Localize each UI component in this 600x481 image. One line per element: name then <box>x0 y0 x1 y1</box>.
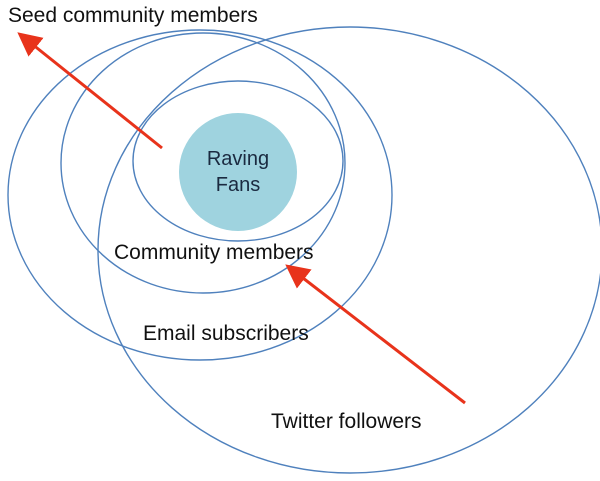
community-members-label: Community members <box>114 241 314 264</box>
seed-arrow <box>17 32 163 150</box>
seed-community-members-label: Seed community members <box>8 4 258 27</box>
raving-fans-line1: Raving <box>206 148 270 170</box>
email-subscribers-label: Email subscribers <box>143 322 309 345</box>
raving-fans-circle <box>179 113 297 231</box>
seed-community-ring <box>132 80 344 242</box>
community-arrow <box>285 264 466 405</box>
community-members-ring <box>60 32 346 294</box>
twitter-followers-label: Twitter followers <box>271 410 422 433</box>
raving-fans-label: Raving Fans <box>198 146 278 198</box>
raving-fans-line2: Fans <box>215 174 261 196</box>
email-subscribers-ring <box>7 29 393 361</box>
